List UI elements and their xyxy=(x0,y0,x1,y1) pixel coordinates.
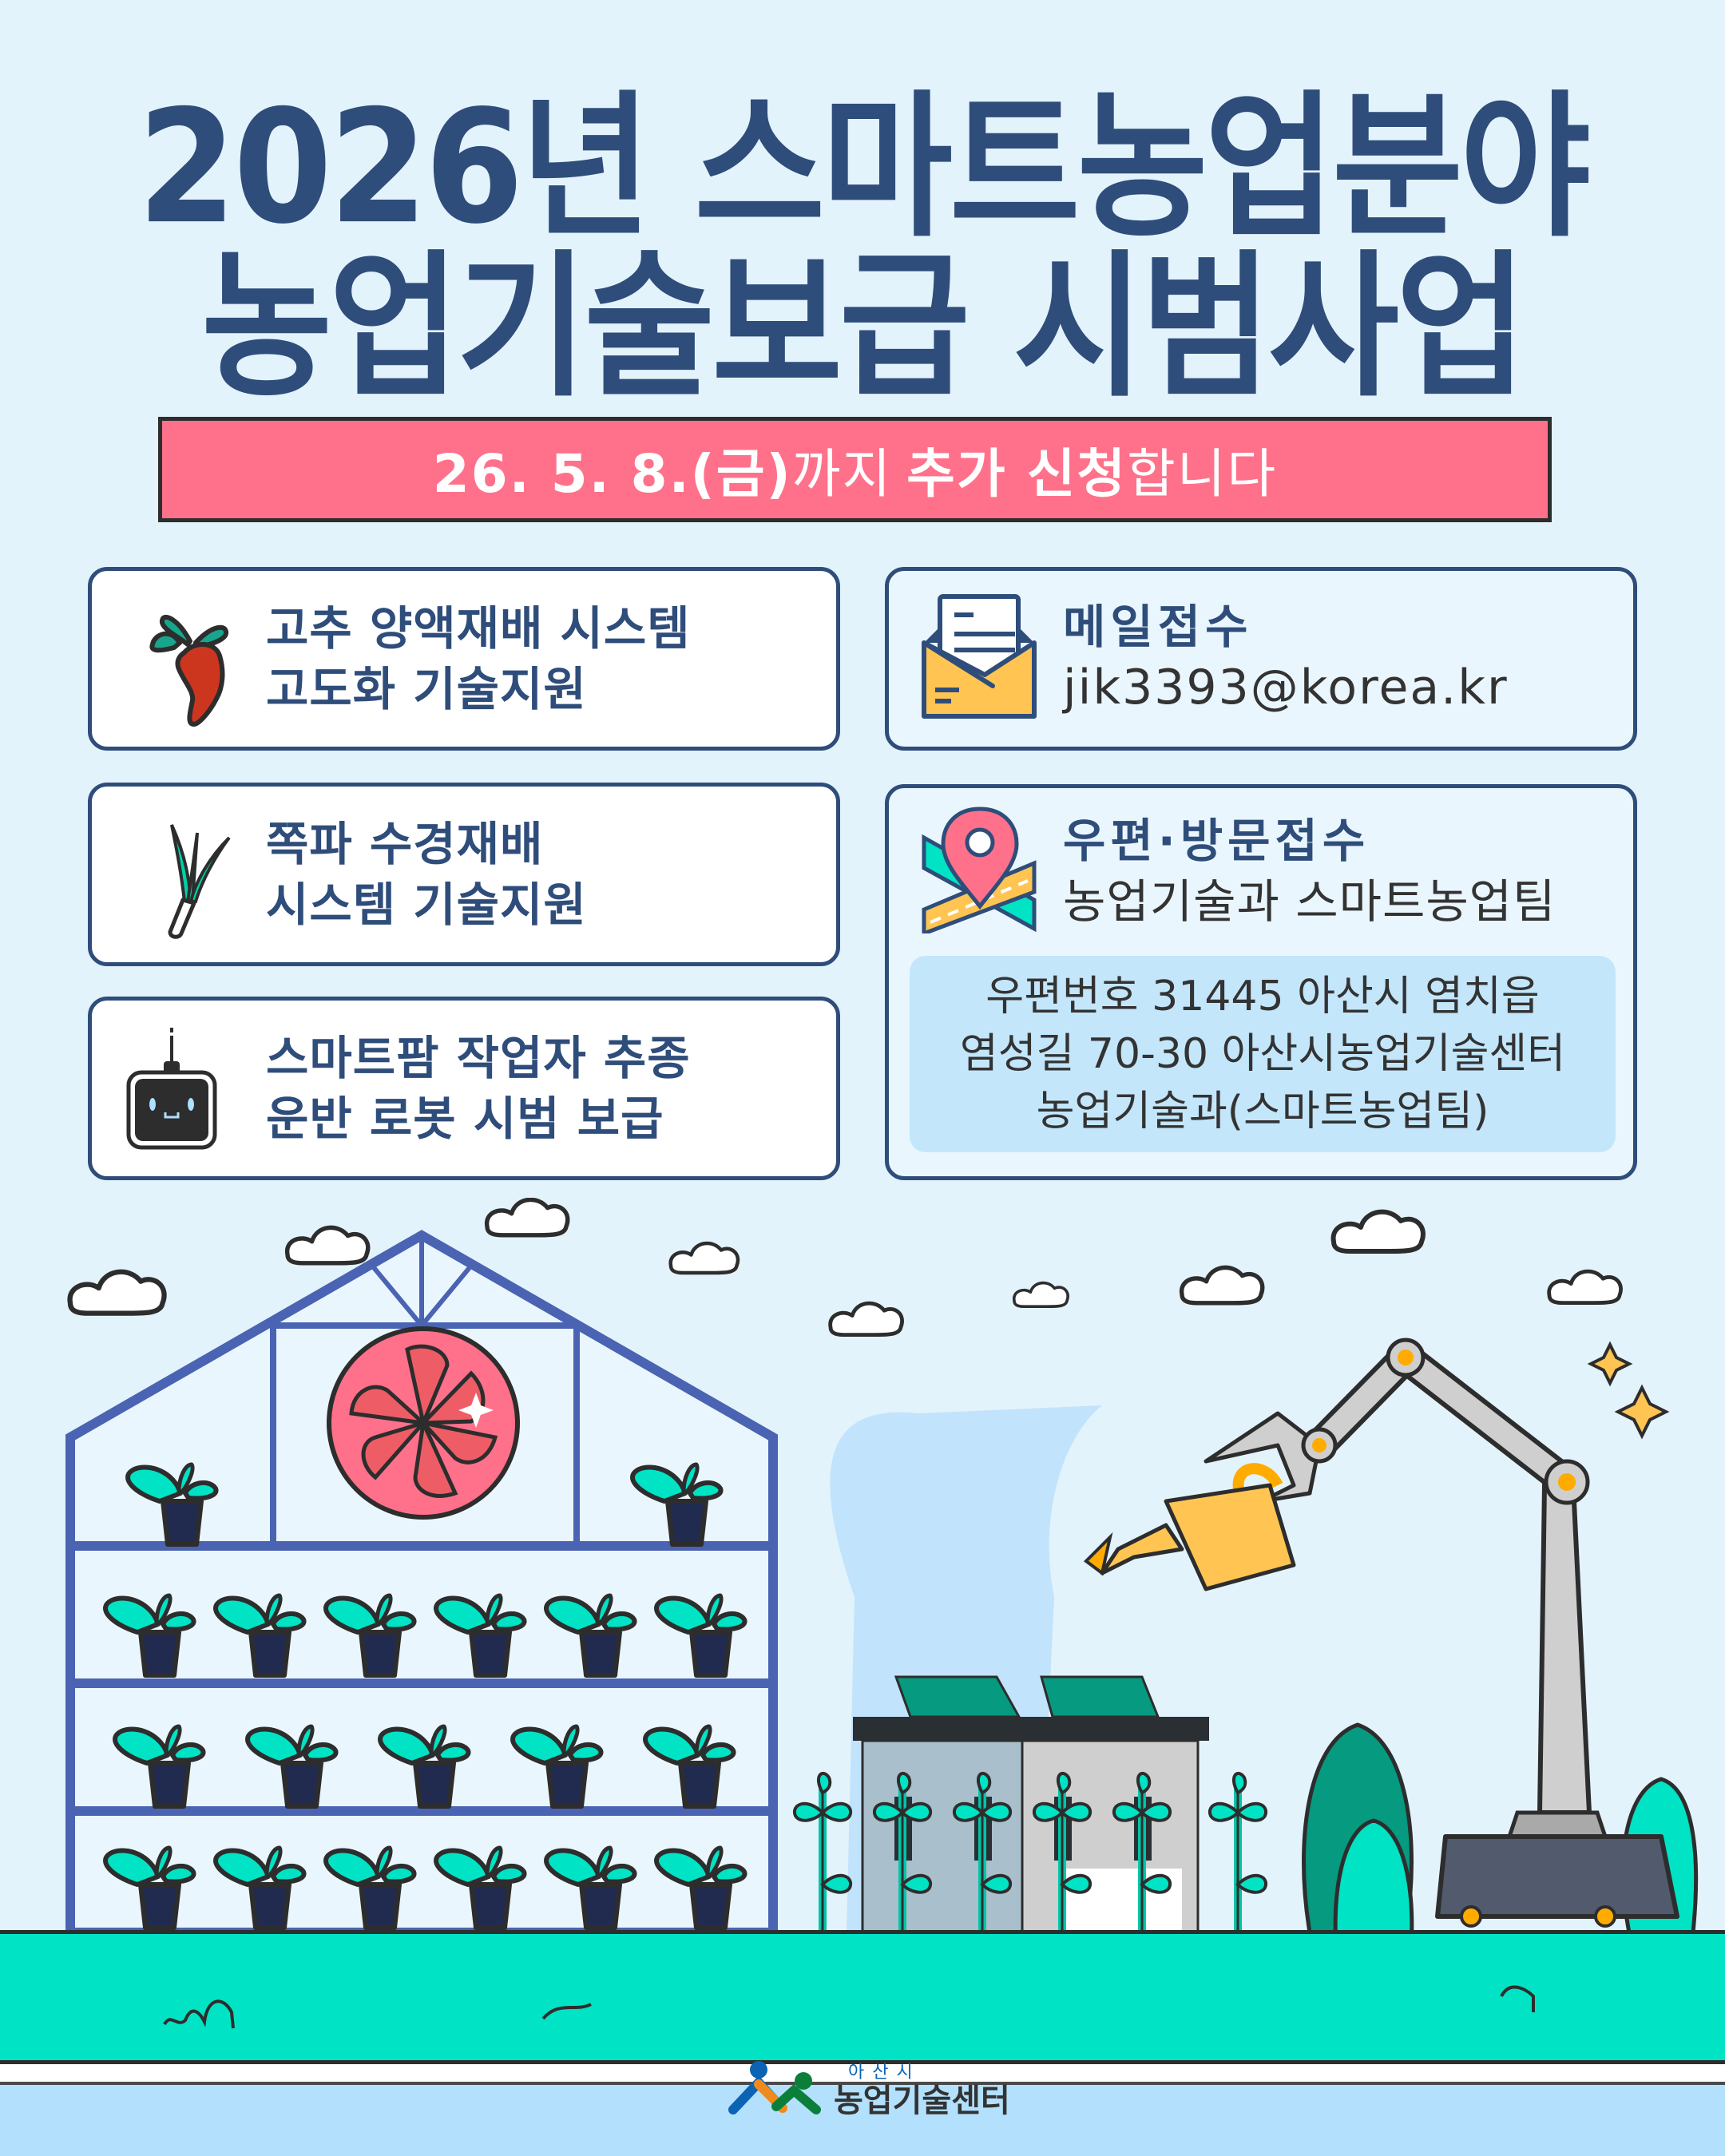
program-title-line2: 고도화 기술지원 xyxy=(266,662,587,716)
watering-can xyxy=(1083,1463,1296,1591)
email-address[interactable]: jik3393@korea.kr xyxy=(1063,660,1509,715)
deadline-until: 까지 xyxy=(791,443,893,505)
address-line-1: 우편번호 31445 아산시 염치읍 xyxy=(985,973,1540,1021)
map-pin-icon xyxy=(922,807,1037,933)
envelope-icon xyxy=(922,594,1037,719)
org-name-small: 아산시 xyxy=(848,2063,921,2083)
agri-center-logo-icon xyxy=(728,2061,821,2114)
email-heading: 메일접수 xyxy=(1063,600,1253,654)
program-title-line1: 고추 양액재배 시스템 xyxy=(266,601,691,656)
program-title-line2: 시스템 기술지원 xyxy=(266,878,587,932)
deadline-date: 26. 5. 8.(금) xyxy=(432,443,792,505)
program-card-chili: 고추 양액재배 시스템 고도화 기술지원 xyxy=(88,567,840,751)
visit-heading: 우편·방문접수 xyxy=(1063,814,1370,868)
title-line-2: 농업기술보급 시범사업 xyxy=(201,236,1527,418)
greenhouse xyxy=(65,1230,778,1937)
program-title-line1: 쪽파 수경재배 xyxy=(266,817,544,871)
program-card-green-onion: 쪽파 수경재배 시스템 기술지원 xyxy=(88,783,840,966)
program-title-line2: 운반 로봇 시범 보급 xyxy=(266,1092,664,1146)
title-line-1: 2026년 스마트농업분야 xyxy=(137,76,1590,259)
deadline-emphasis: 추가 신청 xyxy=(906,443,1128,505)
robot-icon xyxy=(126,1028,217,1150)
address-box: 우편번호 31445 아산시 염치읍 염성길 70-30 아산시농업기술센터 농… xyxy=(910,956,1616,1152)
visit-application-card: 우편·방문접수 농업기술과 스마트농업팀 우편번호 31445 아산시 염치읍 … xyxy=(885,784,1637,1180)
page-title: 2026년 스마트농업분야 농업기술보급 시범사업 xyxy=(0,79,1725,414)
smart-farm-illustration xyxy=(0,1198,1725,2156)
deadline-banner: 26. 5. 8.(금) 까지 추가 신청 합니다 xyxy=(158,417,1552,522)
solar-building xyxy=(853,1675,1209,1934)
org-name-big: 농업기술센터 xyxy=(834,2083,1010,2119)
email-application-card: 메일접수 jik3393@korea.kr xyxy=(885,567,1637,751)
program-title-line1: 스마트팜 작업자 추종 xyxy=(266,1031,691,1085)
address-line-3: 농업기술과(스마트농업팀) xyxy=(1036,1088,1489,1135)
chili-pepper-icon xyxy=(149,614,228,727)
fan-blades xyxy=(349,1344,498,1498)
green-onion-icon xyxy=(168,824,231,939)
program-card-robot: 스마트팜 작업자 추종 운반 로봇 시범 보급 xyxy=(88,997,840,1180)
robot-arm xyxy=(1204,1338,1679,1928)
org-logo: 아산시 농업기술센터 xyxy=(727,2060,1010,2124)
visit-department: 농업기술과 스마트농업팀 xyxy=(1063,874,1556,929)
deadline-suffix: 합니다 xyxy=(1127,443,1278,505)
address-line-2: 염성길 70-30 아산시농업기술센터 xyxy=(959,1030,1566,1078)
